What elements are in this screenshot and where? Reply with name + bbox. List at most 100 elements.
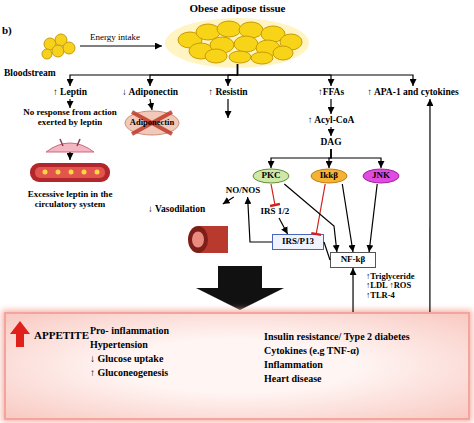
arrow-connector xyxy=(228,64,238,86)
leptin-particle xyxy=(95,170,100,175)
adipose-tissue-illustration xyxy=(165,18,309,68)
fat-cell xyxy=(178,32,202,48)
factor-node: ↑ Leptin xyxy=(45,86,95,99)
signal-node: IRS 1/2 xyxy=(255,205,295,218)
arrow-connector xyxy=(223,197,234,204)
receptor xyxy=(77,139,80,146)
vessel-lumen xyxy=(192,232,204,248)
outcome-text: Insulin resistance/ Type 2 diabetes xyxy=(264,331,410,342)
effect-node: ↓ Vasodilation xyxy=(148,204,236,258)
vessel-lumen xyxy=(35,167,105,178)
arrow-connector xyxy=(150,99,152,110)
node-text: No response from action exerted by lepti… xyxy=(22,108,118,128)
receptor xyxy=(60,139,63,146)
vasodilation-vessel-illustration xyxy=(188,226,228,253)
fat-cell xyxy=(256,40,280,56)
region-label: Bloodstream xyxy=(4,68,56,78)
fat-cell xyxy=(273,46,293,60)
node-text: Excessive leptin in the circulatory syst… xyxy=(18,190,122,210)
process-box: NF-kβ xyxy=(330,252,376,268)
kinase-ellipse: Ikkβ xyxy=(310,168,348,184)
inhibition-connector xyxy=(316,184,325,234)
kinase-shape xyxy=(363,169,399,183)
arrow-connector xyxy=(69,99,70,108)
vessel-wall xyxy=(198,226,228,253)
outcome-text: ↑ Gluconeogenesis xyxy=(90,367,168,378)
node-text: ↑ Leptin xyxy=(53,87,87,97)
node-text: ↓ Vasodilation xyxy=(148,204,205,214)
arrow-connector xyxy=(271,149,331,168)
outcome-text: Heart disease xyxy=(264,373,322,384)
fat-cell xyxy=(210,37,234,53)
fat-cell xyxy=(189,43,213,59)
metabolite-node: DAG xyxy=(315,136,347,149)
arrow-connector xyxy=(369,184,377,252)
arrow-connector xyxy=(238,64,414,86)
fat-cell xyxy=(63,42,75,54)
tissue-glow xyxy=(165,18,309,68)
fat-cell xyxy=(251,52,273,64)
factor-node: ↑ APA-1 and cytokines xyxy=(354,86,472,99)
arrow-connector xyxy=(429,99,430,312)
outcome-arrow xyxy=(196,266,284,310)
tissue-node: Obese adipose tissue xyxy=(165,2,310,64)
node-text: Ikkβ xyxy=(320,171,338,181)
factor-node: ↓ Adiponectin xyxy=(115,86,185,99)
arrow-connector xyxy=(150,64,238,86)
fat-cell xyxy=(44,38,56,50)
node-text: ↑ Resistin xyxy=(208,87,247,97)
leptin-particle xyxy=(43,170,48,175)
outcome-text: Inflammation xyxy=(264,359,323,370)
kinase-ellipse: PKC xyxy=(252,168,290,184)
node-text: NF-kβ xyxy=(341,255,366,265)
arrow-label: Energy intake xyxy=(90,33,140,43)
leptin-receptor-illustration xyxy=(46,139,94,152)
small-fat-cluster xyxy=(42,34,75,59)
arrow-connector xyxy=(329,149,331,168)
arrow-connector xyxy=(284,184,337,252)
kinase-shape xyxy=(253,169,289,183)
outcome-box: APPETITEPro- inflammationHypertension↓ G… xyxy=(4,312,470,420)
arrow-connector xyxy=(324,242,330,260)
fat-cell xyxy=(229,51,251,63)
outcome-text: Hypertension xyxy=(90,339,148,350)
arrow-connector xyxy=(330,99,331,114)
vessel-wall xyxy=(30,163,110,182)
node-text: IRS/P13 xyxy=(282,237,314,247)
effect-node: Excessive leptin in the circulatory syst… xyxy=(18,160,122,210)
effect-node: No response from action exerted by lepti… xyxy=(22,108,118,152)
node-text: PKC xyxy=(262,171,281,181)
arrow-connector xyxy=(70,64,238,86)
blood-vessel-illustration xyxy=(30,163,110,182)
signal-node: NO/NOS xyxy=(220,184,266,197)
arrow-connector xyxy=(342,184,353,252)
fat-cell xyxy=(239,22,263,38)
leptin-particle xyxy=(82,170,87,175)
arrow-connector xyxy=(238,64,332,86)
outcome-text: ↓ Glucose uptake xyxy=(90,353,163,364)
leptin-particle xyxy=(56,170,61,175)
arrow-connector xyxy=(69,152,70,160)
fat-cell xyxy=(196,24,220,40)
node-text: JNK xyxy=(372,171,390,181)
fat-cell xyxy=(280,34,302,50)
outcome-text: Cytokines (e.g TNF-α) xyxy=(264,345,359,356)
process-box: IRS/P13 xyxy=(272,234,324,250)
fat-cell xyxy=(52,45,64,57)
adiponectin-blob xyxy=(125,111,179,135)
factor-node: ↑ Resistin xyxy=(200,86,256,99)
increase-arrow xyxy=(10,321,30,347)
adiponectin-crossed-illustration xyxy=(125,111,179,135)
node-text: IRS 1/2 xyxy=(261,207,290,217)
node-text: ↓ Adiponectin xyxy=(122,87,178,97)
node-text: ↑ APA-1 and cytokines xyxy=(367,87,458,97)
node-text: NO/NOS xyxy=(226,186,261,196)
node-text: ↑FFAs xyxy=(318,87,344,97)
arrow-connector xyxy=(331,149,381,168)
metabolite-node: ↑ Acyl-CoA xyxy=(298,114,364,127)
fat-cell xyxy=(42,49,52,59)
panel-letter: b) xyxy=(2,24,12,36)
fat-cell xyxy=(217,21,241,37)
